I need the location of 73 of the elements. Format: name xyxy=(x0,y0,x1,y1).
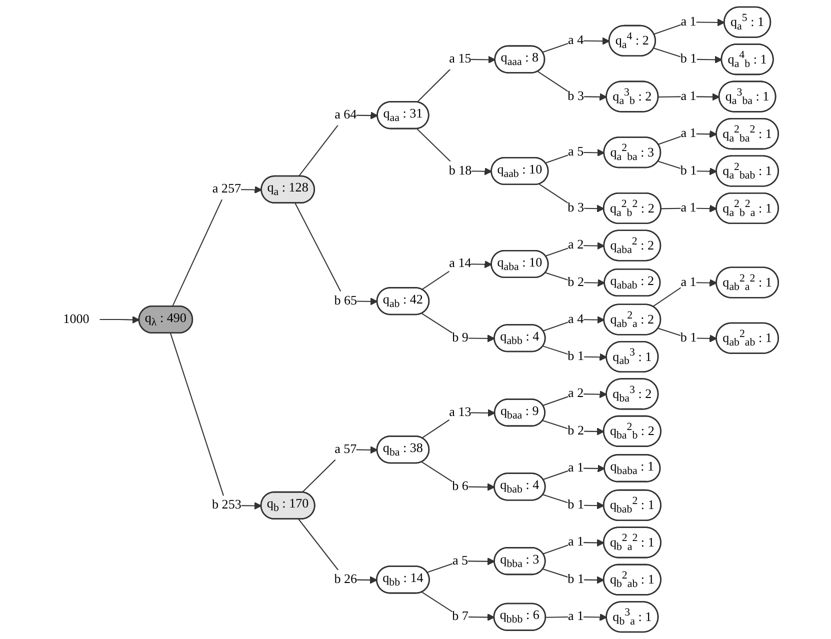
edge-label: b 2 xyxy=(568,424,584,438)
edge-label: a 4 xyxy=(568,34,584,48)
arrow xyxy=(538,71,608,101)
edge-label: b 1 xyxy=(568,350,584,364)
edge-label: b 6 xyxy=(452,480,468,494)
arrow xyxy=(542,346,608,361)
arrow xyxy=(422,260,492,290)
arrow xyxy=(294,203,378,306)
arrow xyxy=(427,558,496,573)
arrow xyxy=(422,462,496,491)
edge-label: b 9 xyxy=(452,330,468,345)
edge-label: b 3 xyxy=(568,89,584,104)
edge-label: b 1 xyxy=(568,498,584,512)
arrow xyxy=(542,37,610,53)
arrow xyxy=(658,160,718,176)
edge-label: b 253 xyxy=(212,498,242,512)
arrow xyxy=(654,48,722,64)
arrow xyxy=(539,184,604,212)
arrow xyxy=(416,128,492,176)
arrow xyxy=(542,316,605,332)
edge-label: a 5 xyxy=(452,554,468,568)
arrow xyxy=(422,409,496,438)
arrow xyxy=(658,93,720,101)
edge-label: a 5 xyxy=(568,145,584,160)
edge-label: a 1 xyxy=(568,610,584,624)
arrow xyxy=(100,316,140,324)
arrow xyxy=(298,518,378,584)
arrow xyxy=(545,242,605,257)
edge-label: b 18 xyxy=(448,164,472,178)
arrow xyxy=(170,333,262,510)
arrow xyxy=(658,130,718,145)
edge-label: a 1 xyxy=(680,14,696,29)
edge-label: a 257 xyxy=(212,182,242,196)
edge-label: a 1 xyxy=(568,461,584,475)
arrow xyxy=(543,464,606,480)
arrow xyxy=(542,420,604,436)
edge-label: b 1 xyxy=(680,164,697,178)
arrow xyxy=(542,390,608,406)
arrow xyxy=(422,592,495,622)
edge-label: a 2 xyxy=(568,238,584,252)
arrow xyxy=(654,18,725,35)
edge-label: a 15 xyxy=(449,52,472,66)
edge-label: a 1 xyxy=(680,126,696,141)
edge-label: a 1 xyxy=(680,275,696,290)
edge-label: a 1 xyxy=(680,89,696,104)
arrow xyxy=(545,148,605,164)
arrow xyxy=(416,56,496,103)
edge-label: a 14 xyxy=(449,256,472,271)
edge-label: a 13 xyxy=(449,405,472,420)
arrow xyxy=(302,446,378,493)
edge-label: a 57 xyxy=(334,442,357,456)
arrow xyxy=(298,112,378,177)
arrow xyxy=(658,328,718,342)
arrow xyxy=(422,313,496,342)
edge-label: a 4 xyxy=(568,312,584,326)
edge-label: b 1 xyxy=(680,52,697,66)
node-text: 1000 xyxy=(63,312,90,326)
edge-label: a 2 xyxy=(568,386,584,401)
edge-label: a 64 xyxy=(334,108,357,122)
arrow xyxy=(546,613,608,622)
edge-label: b 1 xyxy=(680,330,697,345)
edge-label: b 2 xyxy=(568,275,584,290)
edge-label: b 26 xyxy=(334,572,358,586)
arrow xyxy=(652,278,718,308)
edge-label: a 1 xyxy=(680,201,696,215)
edge-label: b 7 xyxy=(452,610,468,624)
arrow xyxy=(543,494,604,510)
edge-label: b 65 xyxy=(334,294,358,308)
edge-label: b 3 xyxy=(568,201,584,215)
edge-label: a 1 xyxy=(568,535,584,550)
arrow xyxy=(542,568,604,584)
arrow xyxy=(542,538,604,554)
edge-label: b 1 xyxy=(568,572,584,586)
